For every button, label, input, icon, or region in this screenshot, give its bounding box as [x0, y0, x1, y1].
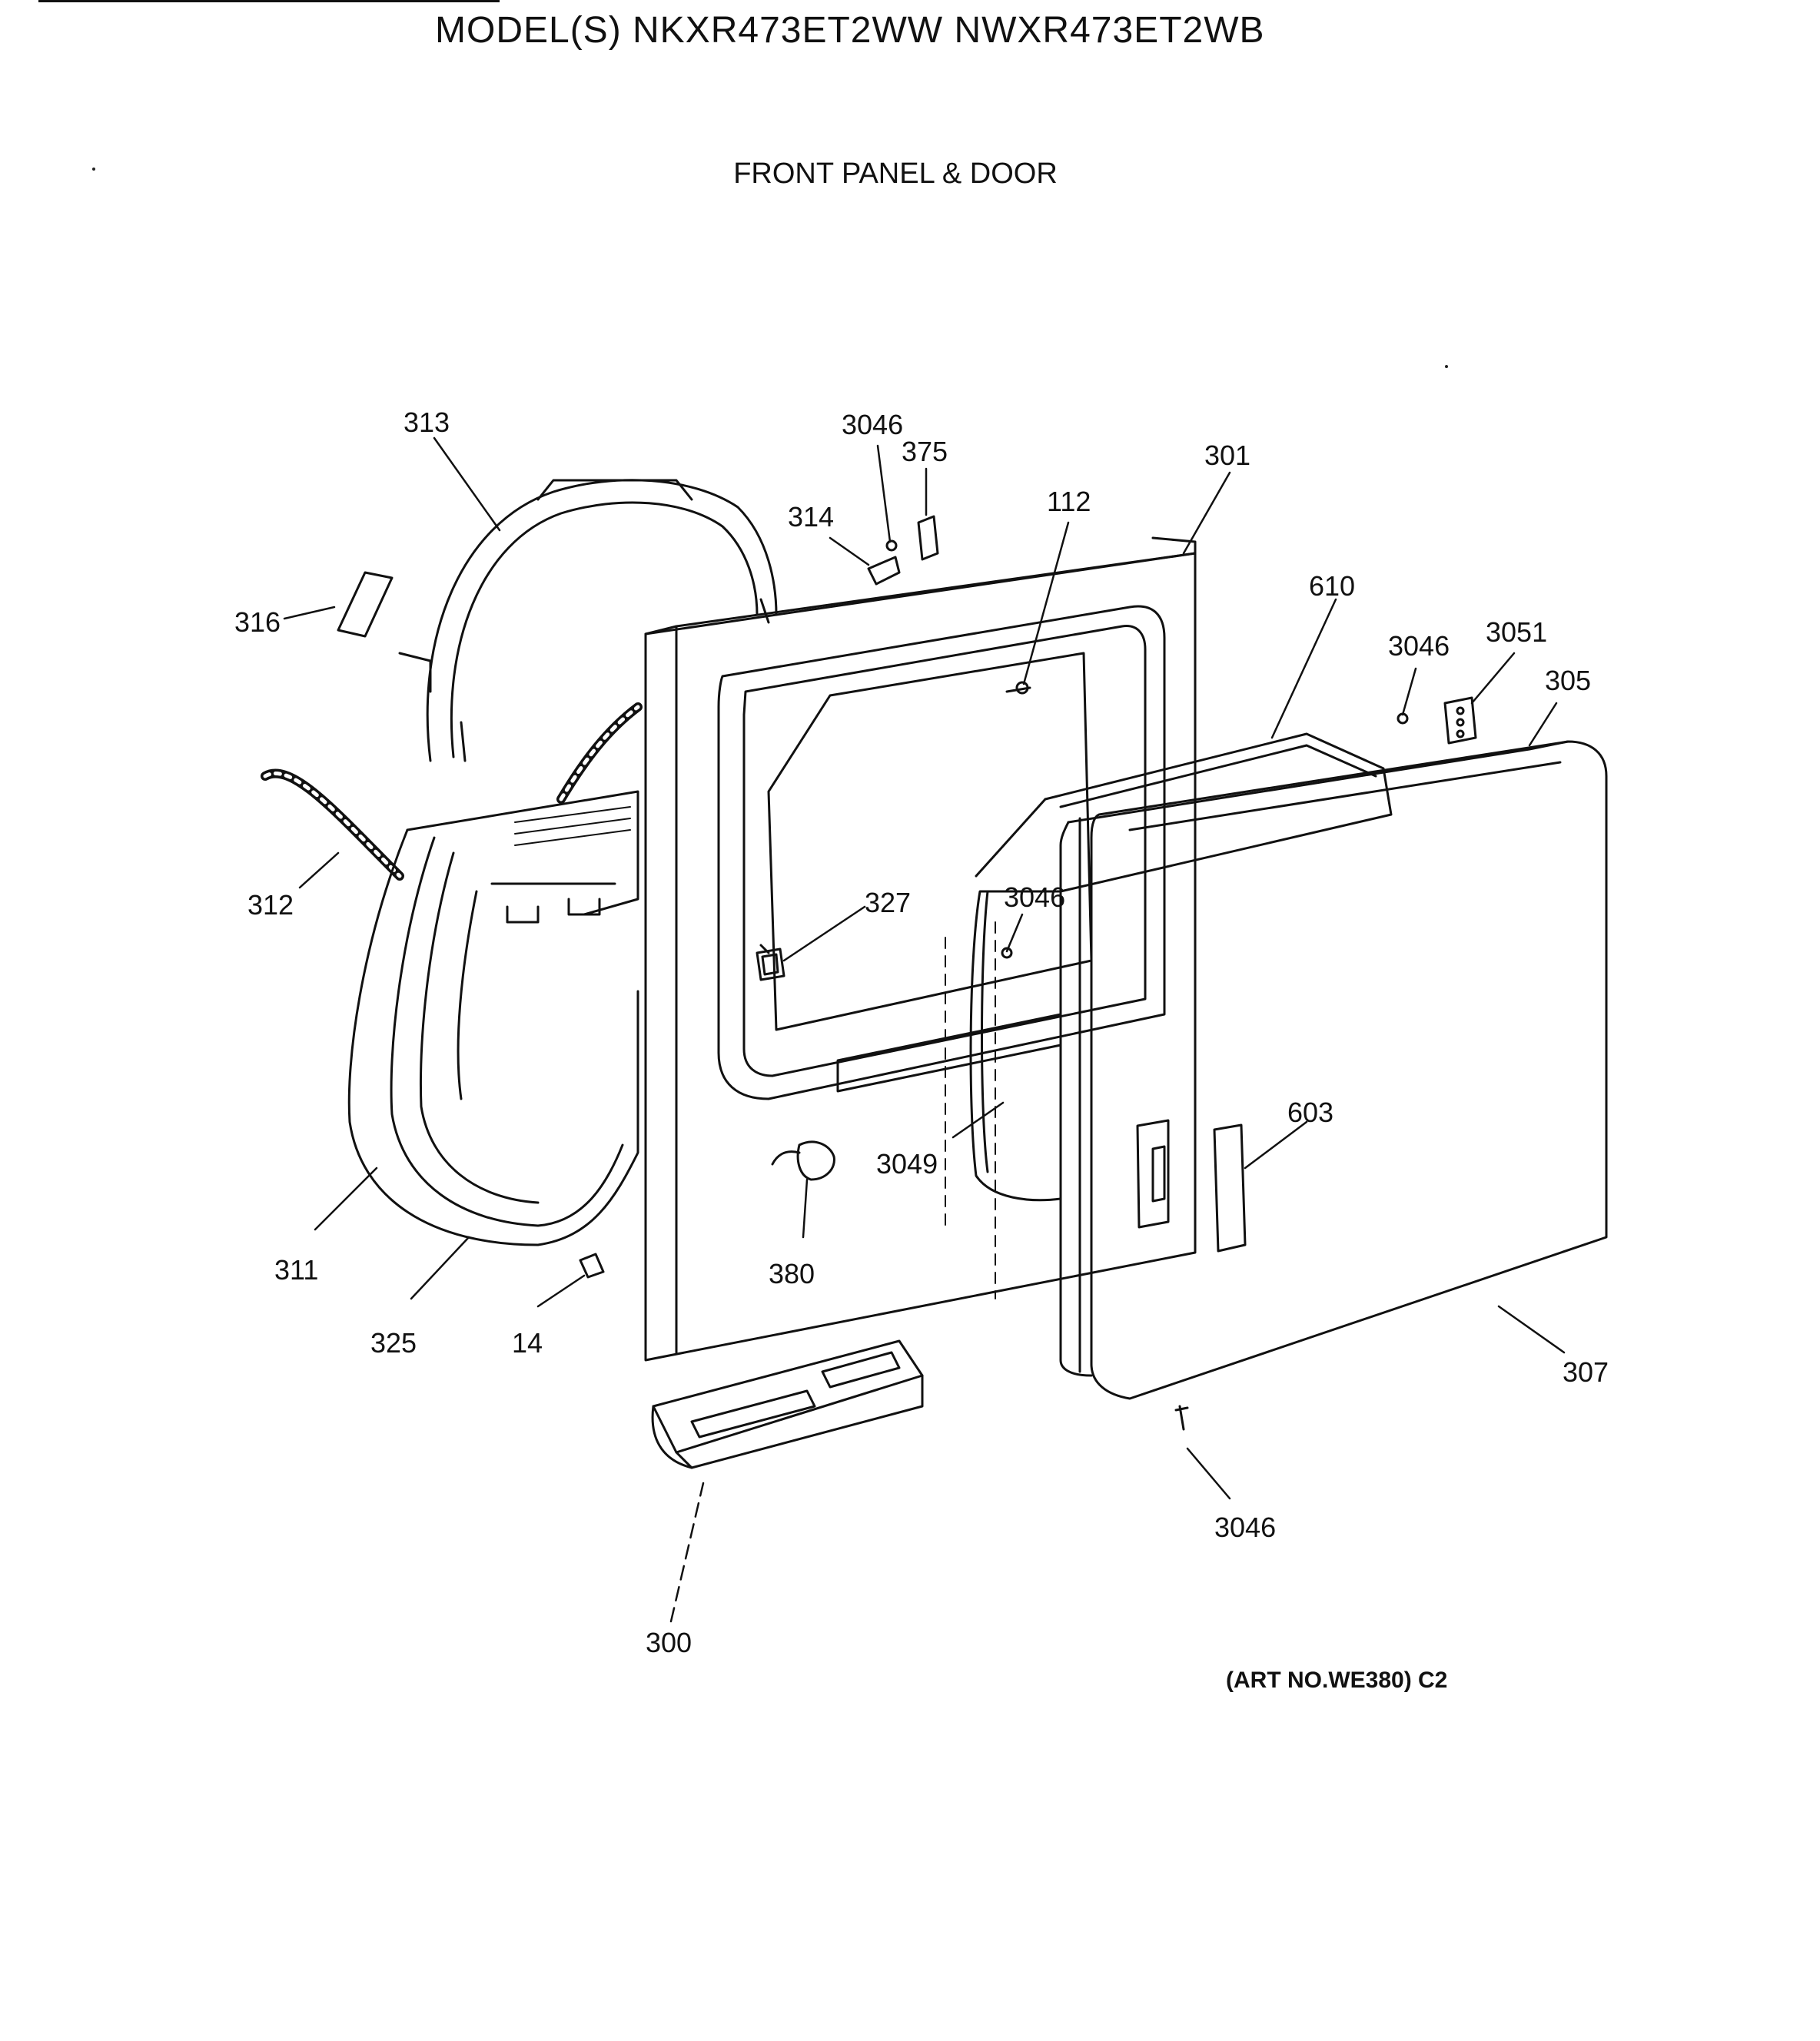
callout-305: 305: [1545, 665, 1591, 696]
top-rule: [38, 0, 500, 2]
callout-375: 375: [902, 436, 948, 467]
leader-lines: [283, 436, 1566, 1623]
part-307-door: [1059, 740, 1608, 1400]
part-311-bulkhead: [347, 790, 639, 1246]
callout-112: 112: [1047, 486, 1091, 517]
model-title: MODEL(S) NKXR473ET2WW NWXR473ET2WB: [435, 10, 1265, 51]
callout-307: 307: [1563, 1356, 1609, 1388]
part-314-latch: [867, 515, 939, 586]
part-312-seal: [261, 702, 643, 881]
part-300-control-panel: [651, 1339, 924, 1469]
part-610-gasket: [969, 732, 1393, 1202]
callout-312: 312: [247, 889, 294, 921]
part-14-clip: [579, 1253, 605, 1279]
part-316-strip: [337, 571, 394, 638]
callout-3046-top: 3046: [842, 409, 903, 440]
callout-325: 325: [370, 1327, 417, 1359]
callout-3046-bottom: 3046: [1214, 1512, 1276, 1543]
part-3046-screw: [1001, 947, 1189, 1431]
callout-3046-right: 3046: [1388, 630, 1450, 662]
speck: [1445, 365, 1448, 368]
callout-301: 301: [1204, 440, 1250, 471]
part-301-front-panel: [644, 536, 1197, 1362]
speck: [92, 168, 95, 171]
callout-327: 327: [865, 887, 911, 918]
callout-300: 300: [646, 1627, 692, 1658]
callout-3046-mid: 3046: [1004, 881, 1065, 913]
part-3051-strike: [1397, 696, 1477, 745]
art-number: (ART NO.WE380) C2: [1226, 1668, 1448, 1693]
callout-314: 314: [788, 501, 834, 533]
part-313-bracket: [398, 479, 778, 762]
part-112-screw: [1015, 681, 1029, 695]
callout-3051: 3051: [1486, 616, 1547, 648]
callout-311: 311: [274, 1254, 318, 1286]
callout-14: 14: [512, 1327, 543, 1359]
callout-380: 380: [769, 1258, 815, 1289]
callout-603: 603: [1287, 1097, 1333, 1128]
part-380-socket: [771, 1140, 835, 1181]
section-title: FRONT PANEL & DOOR: [733, 158, 1058, 190]
part-327-switch: [756, 947, 785, 981]
callout-316: 316: [234, 606, 281, 638]
callout-3049: 3049: [876, 1148, 938, 1180]
callout-313: 313: [404, 407, 450, 438]
callout-610: 610: [1309, 570, 1355, 602]
